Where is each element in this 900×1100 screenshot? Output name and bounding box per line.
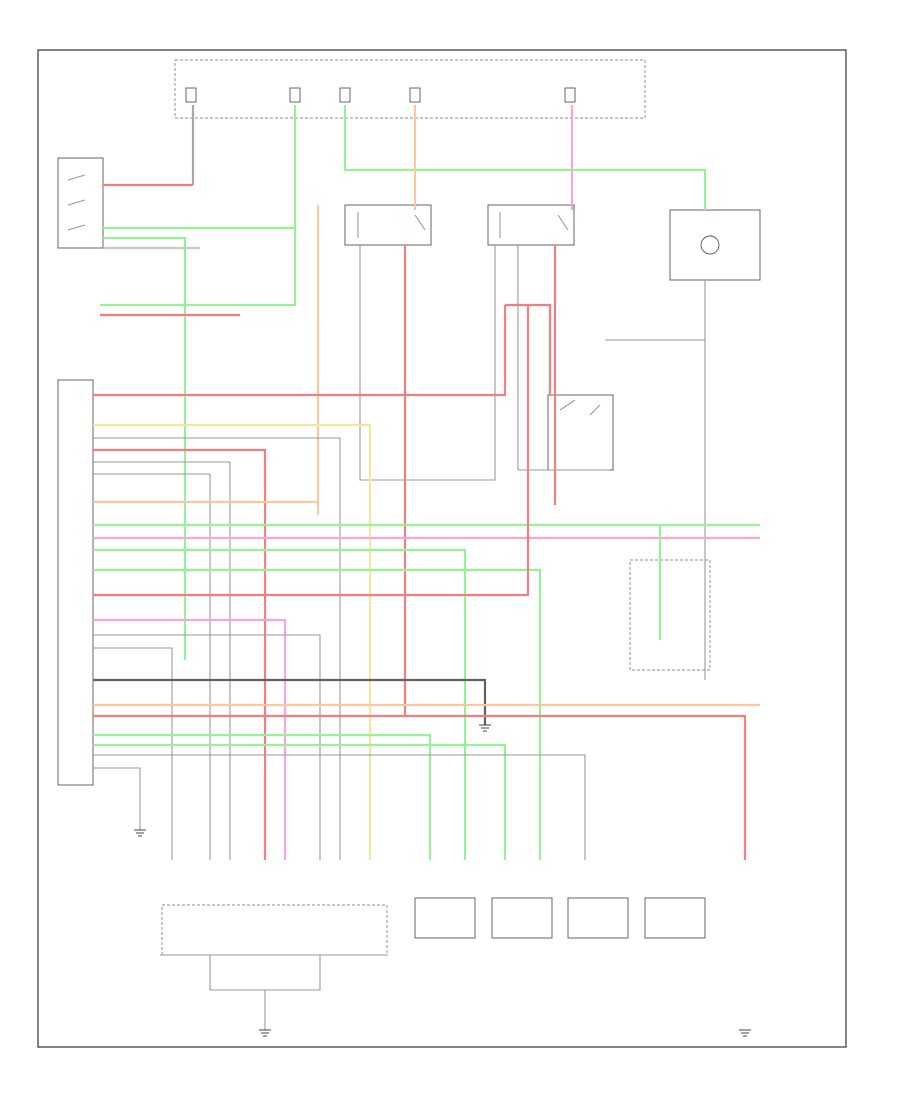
pump-motor	[669, 209, 761, 281]
ignition-switch	[57, 157, 104, 249]
wire-harness	[93, 105, 760, 860]
wheel-speed-sensor-icon	[414, 897, 706, 939]
fuse-icon	[185, 87, 576, 103]
solenoid-valve-block	[160, 904, 388, 1030]
fuse-panel	[174, 59, 646, 119]
control-module-icon	[57, 379, 711, 786]
relay-icon	[344, 204, 614, 471]
diagram-frame	[37, 49, 847, 1048]
ground-icon	[134, 724, 751, 1037]
